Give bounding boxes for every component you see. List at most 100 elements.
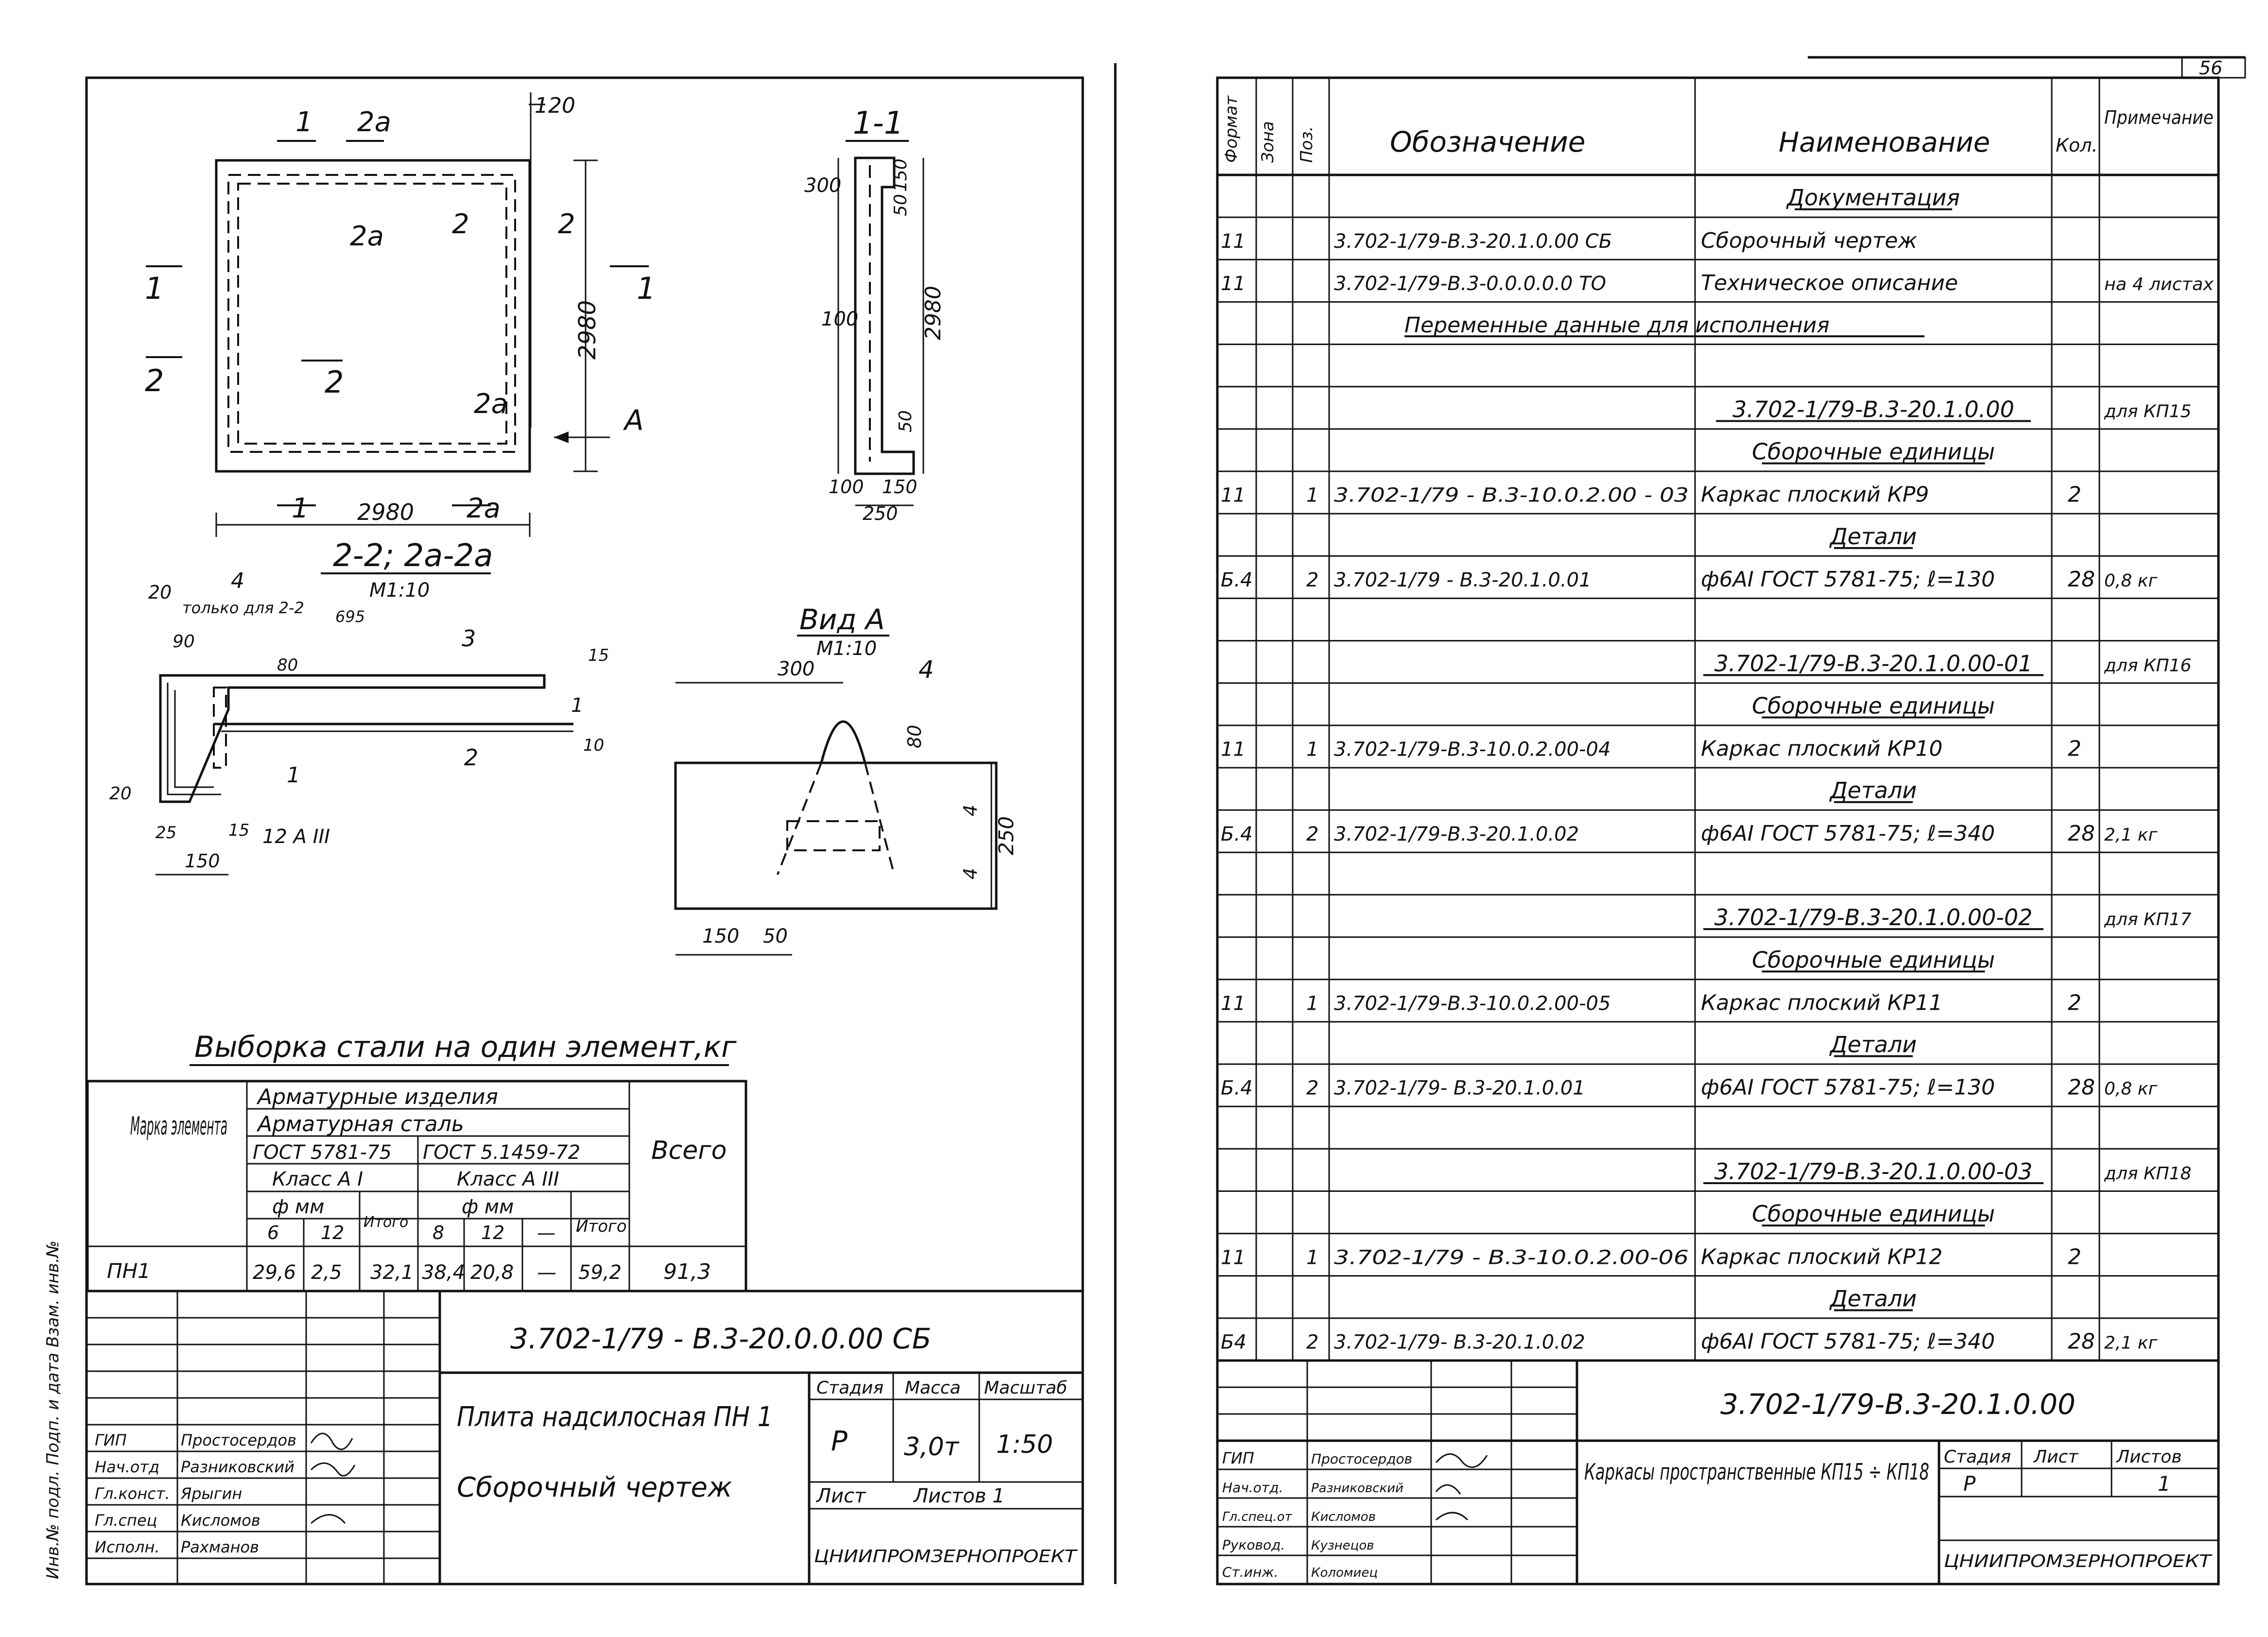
spec-cell-des: 3.702-1/79-В.3-20.1.0.02: [1334, 823, 1579, 845]
left-sheet-frame: [85, 76, 1084, 1585]
spec-cell-name: Детали: [1829, 523, 1917, 550]
rs-st-role-1: Нач.отд.: [1222, 1480, 1283, 1496]
spec-cell-qty: 28: [2068, 1329, 2095, 1354]
rs-st-name: Каркасы пространственные КП15 ÷ КП18: [1584, 1459, 1929, 1485]
rs-h-pos: Поз.: [1297, 126, 1316, 163]
rs-st-code: 3.702-1/79-В.3-20.1.0.00: [1720, 1388, 2076, 1421]
ls-code: 3.702-1/79 - В.3-20.0.0.00 СБ: [510, 1322, 932, 1355]
rs-st-person-0: Простосердов: [1311, 1451, 1412, 1467]
spec-cell-name: 3.702-1/79-В.3-20.1.0.00-01: [1714, 650, 2033, 676]
spec-cell-des: 3.702-1/79-В.3-20.1.0.00 СБ: [1334, 230, 1612, 253]
section-1-1-dim-5: 50: [896, 410, 916, 432]
spec-cell-name: Каркас плоский КР9: [1701, 482, 1929, 507]
section-1-1-dim-8: 250: [863, 503, 898, 524]
spec-cell-name: Детали: [1829, 1285, 1917, 1311]
section-1-1-dim-0: 300: [804, 174, 841, 197]
st-row-mark: ПН1: [107, 1259, 151, 1283]
s22-note-12: 20: [109, 784, 132, 804]
spec-cell-format: Б.4: [1221, 569, 1253, 591]
spec-cell-name: Техническое описание: [1701, 271, 1958, 295]
rs-st-h-stage: Стадия: [1944, 1447, 2011, 1467]
st-h-itogo2: Итого: [576, 1217, 627, 1236]
spec-cell-pos: 2: [1306, 823, 1318, 845]
st-row-a12: 2,5: [311, 1261, 342, 1284]
rs-st-role-4: Ст.инж.: [1222, 1564, 1278, 1580]
st-h-class1: Класс А I: [272, 1168, 363, 1190]
spec-cell-format: 11: [1221, 273, 1246, 295]
spec-cell-des: 3.702-1/79 - В.3-10.0.2.00-06: [1334, 1246, 1689, 1269]
rs-st-stage: Р: [1963, 1472, 1976, 1496]
view-a-title: Вид А: [799, 603, 885, 636]
spec-cell-name: Сборочные единицы: [1752, 692, 1995, 719]
ls-h-sheets: Листов 1: [913, 1485, 1005, 1507]
ls-signatures: [310, 1432, 356, 1524]
spec-cell-qty: 2: [2068, 482, 2081, 507]
s22-note-2: только для 2-2: [182, 599, 304, 617]
plan-view: 120 2980 2980 A 1 2a 2a 2 2 2 2a 1 2: [145, 92, 656, 537]
st-h-mark-1: Марка элемента: [130, 1112, 227, 1141]
section-1-1-dim-2: 50: [891, 194, 911, 216]
spec-cell-note: 2,1 кг: [2104, 1333, 2158, 1353]
view-a-dim-0: 300: [778, 658, 814, 680]
spec-cell-pos: 1: [1306, 1246, 1318, 1269]
ls-role-3: Гл.спец: [95, 1511, 157, 1530]
cut-mark-c3: 2: [558, 208, 575, 240]
spec-cell-qty: 2: [2068, 1244, 2081, 1269]
st-row-a6: 29,6: [253, 1261, 296, 1284]
rs-st-h-sheets: Листов: [2115, 1447, 2181, 1467]
cut-mark-l2: 2: [145, 363, 164, 398]
rs-h-note: Примечание: [2104, 107, 2214, 128]
section-1-1: 1-1 300 150 50 100 2980 50 100 150 250: [804, 105, 946, 524]
rs-st-role-2: Гл.спец.от: [1222, 1510, 1293, 1524]
spec-cell-des: 3.702-1/79- В.3-20.1.0.02: [1334, 1331, 1585, 1354]
ls-h-sheet: Лист: [815, 1485, 866, 1507]
view-a-mark: A: [623, 404, 644, 437]
spec-cell-format: 11: [1221, 1246, 1246, 1269]
s22-note-9: 2: [464, 744, 478, 771]
spec-cell-name: ф6АI ГОСТ 5781-75; ℓ=130: [1701, 1075, 1995, 1100]
plan-dim-right: 2980: [574, 300, 601, 360]
ls-side-note: Инв.№ подл. Подп. и дата Взам. инв.№: [43, 1241, 63, 1579]
spec-cell-pos: 2: [1306, 1077, 1318, 1100]
rs-st-person-2: Кисломов: [1311, 1510, 1376, 1524]
ls-scale: 1:50: [996, 1430, 1053, 1459]
s22-note-14: 15: [228, 821, 249, 840]
steel-table: Выборка стали на один элемент,кг Марка э…: [86, 1030, 747, 1292]
rs-h-name: Наименование: [1779, 127, 1990, 158]
ls-role-4: Исполн.: [95, 1538, 160, 1556]
cut-mark-b1: 1: [292, 493, 309, 524]
st-row-b12: 20,8: [470, 1261, 514, 1284]
spec-cell-format: 11: [1221, 992, 1246, 1015]
spec-cell-pos: 2: [1306, 569, 1318, 591]
s22-note-15: 12 А III: [262, 826, 330, 848]
view-a-scale: М1:10: [816, 638, 877, 660]
right-sheet-frame: [1216, 76, 2220, 1585]
spec-cell-des: 3.702-1/79 - В.3-20.1.0.01: [1334, 569, 1592, 591]
ls-h-stage: Стадия: [816, 1378, 883, 1398]
s22-note-7: 15: [588, 646, 609, 665]
cut-mark-top-2a: 2a: [357, 106, 391, 138]
section-2-2-rebar-2: [174, 690, 214, 788]
spec-cell-des: 3.702-1/79 - В.3-10.0.2.00 - 03: [1334, 484, 1689, 507]
st-h-steel: Арматурная сталь: [256, 1112, 464, 1137]
ls-h-scale: Масштаб: [984, 1378, 1067, 1398]
st-sub-0: 6: [267, 1222, 279, 1243]
cut-mark-c2: 2: [452, 208, 469, 240]
spec-cell-des: 3.702-1/79-В.3-10.0.2.00-05: [1334, 992, 1610, 1015]
spec-cell-name: Детали: [1829, 777, 1917, 804]
cut-mark-top-1: 1: [295, 106, 313, 138]
cut-mark-c4: 2: [325, 364, 344, 400]
view-a-block: [674, 761, 998, 910]
spec-cell-qty: 2: [2068, 990, 2081, 1015]
spec-cell-name: ф6АI ГОСТ 5781-75; ℓ=130: [1701, 567, 1995, 592]
section-1-1-dim-4: 2980: [921, 286, 946, 340]
spec-cell-qty: 28: [2068, 567, 2095, 592]
plan-outline: [215, 159, 531, 473]
ls-h-mass: Масса: [905, 1378, 961, 1398]
spec-cell-name: Сборочный чертеж: [1701, 228, 1917, 253]
s22-note-3: 695: [335, 607, 365, 626]
section-1-1-title: 1-1: [853, 105, 904, 141]
ls-person-3: Кисломов: [181, 1511, 260, 1530]
